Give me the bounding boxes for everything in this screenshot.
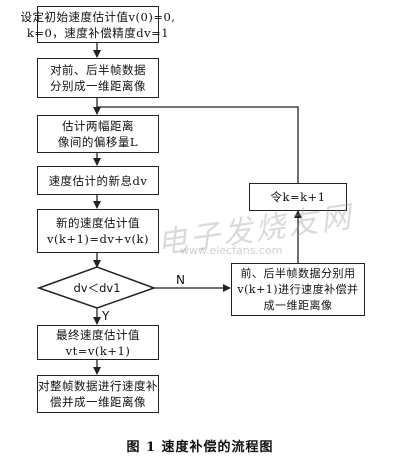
final-estimate-box: 最终速度估计值 vt=v(k+1) <box>37 325 159 360</box>
decision-text: dv＜dv1 <box>73 281 121 295</box>
loop-back-line <box>97 106 299 183</box>
new-velocity-line-1: 新的速度估计值 <box>56 216 140 230</box>
split-line-2: 分别成一维距离像 <box>50 79 146 93</box>
watermark-url: www.elecfans.com <box>180 244 283 257</box>
compensate-line-2: v(k+1)进行速度补偿并 <box>237 282 359 296</box>
split-line-1: 对前、后半帧数据 <box>50 63 146 77</box>
init-line-2: k=0，速度补偿精度dv=1 <box>26 25 170 40</box>
compensate-line-3: 成一维距离像 <box>263 298 333 312</box>
label-no: N <box>176 273 185 287</box>
split-box: 对前、后半帧数据 分别成一维距离像 <box>37 58 159 98</box>
new-velocity-line-2: v(k+1)=dv+v(k) <box>47 232 149 246</box>
decision-diamond <box>37 266 157 309</box>
compensate-halves-box: 前、后半帧数据分别用 v(k+1)进行速度补偿并 成一维距离像 <box>231 263 365 316</box>
full-frame-box: 对整帧数据进行速度补 偿并成一维距离像 <box>37 375 159 413</box>
new-velocity-box: 新的速度估计值 v(k+1)=dv+v(k) <box>37 209 159 253</box>
estimate-offset-box: 估计两幅距离 像间的偏移量L <box>37 115 159 153</box>
decision-shape <box>37 266 157 309</box>
final-line-2: vt=v(k+1) <box>65 343 131 358</box>
full-frame-line-1: 对整帧数据进行速度补 <box>38 379 158 393</box>
init-box: 设定初始速度估计值v(0)=0, k=0，速度补偿精度dv=1 <box>21 6 175 43</box>
estimate-offset-line-2: 像间的偏移量L <box>57 135 139 149</box>
figure-caption: 图 1 速度补偿的流程图 <box>126 440 274 455</box>
final-line-1: 最终速度估计值 <box>56 327 140 342</box>
innovation-line-1: 速度估计的新息dv <box>48 173 148 188</box>
update-k-box: 令k=k+1 <box>249 183 347 211</box>
init-line-1: 设定初始速度估计值v(0)=0, <box>20 9 176 24</box>
label-yes: Y <box>102 309 110 323</box>
full-frame-line-2: 偿并成一维距离像 <box>50 395 146 409</box>
update-k-text: 令k=k+1 <box>270 190 326 204</box>
estimate-offset-line-1: 估计两幅距离 <box>62 119 134 133</box>
innovation-box: 速度估计的新息dv <box>37 166 159 195</box>
compensate-line-1: 前、后半帧数据分别用 <box>240 266 356 280</box>
